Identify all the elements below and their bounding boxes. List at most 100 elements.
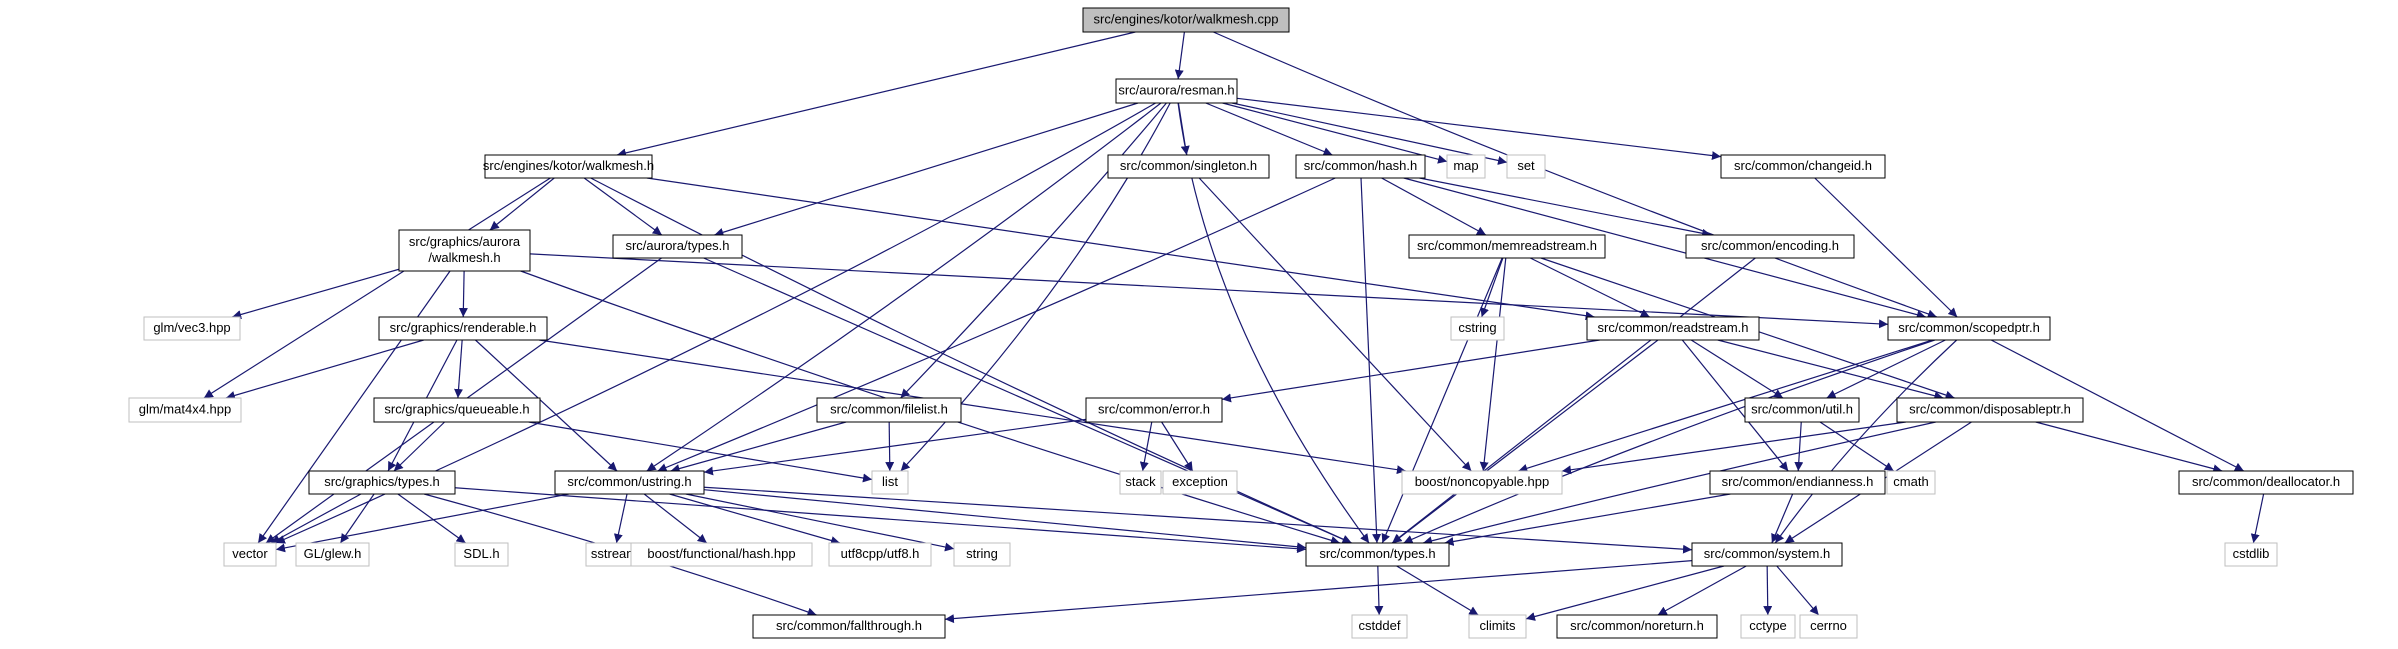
node-label-deallocator: src/common/deallocator.h [2192, 474, 2340, 489]
node-label-cerrno: cerrno [1810, 618, 1847, 633]
edge-system-to-fallthrough [944, 560, 1693, 624]
node-box-cstdlib [2224, 542, 2278, 567]
edge-gfx_aurora_walkmesh-to-renderable [458, 270, 468, 318]
node-label-map: map [1453, 158, 1478, 173]
edge-hash-to-ustring [657, 177, 1336, 472]
edge-singleton-to-noncopyable [1198, 177, 1472, 472]
node-box-sdl [454, 542, 509, 567]
node-common_types[interactable]: src/common/types.h [1305, 542, 1450, 567]
node-box-aurora_types [612, 234, 743, 259]
node-singleton[interactable]: src/common/singleton.h [1107, 154, 1270, 179]
edge-hash-to-memreadstream [1381, 177, 1487, 236]
node-box-error [1085, 397, 1223, 423]
node-box-cctype [1740, 614, 1796, 639]
node-system[interactable]: src/common/system.h [1691, 542, 1843, 567]
edge-hash-to-common_types [1360, 177, 1382, 544]
node-box-walkmesh_cpp [1082, 7, 1290, 33]
edge-queueable-to-gfx_types [393, 421, 446, 472]
node-label-readstream: src/common/readstream.h [1598, 320, 1749, 335]
node-disposableptr[interactable]: src/common/disposableptr.h [1896, 397, 2084, 423]
node-label-cstddef: cstddef [1359, 618, 1401, 633]
node-filelist[interactable]: src/common/filelist.h [816, 397, 962, 423]
node-label-resman: src/aurora/resman.h [1118, 82, 1234, 97]
edge-renderable-to-noncopyable [539, 339, 1406, 475]
node-box-singleton [1107, 154, 1270, 179]
node-label-util: src/common/util.h [1751, 401, 1853, 416]
node-box-hash [1295, 154, 1426, 179]
node-util[interactable]: src/common/util.h [1744, 397, 1860, 423]
node-label-filelist: src/common/filelist.h [830, 401, 948, 416]
node-label-glm_vec3: glm/vec3.hpp [153, 320, 230, 335]
edge-disposableptr-to-deallocator [2035, 421, 2223, 474]
edge-gfx_types-to-common_types [454, 487, 1307, 554]
nodes-layer: src/engines/kotor/walkmesh.cpp src/aurora… [128, 7, 2354, 639]
node-gfx_types[interactable]: src/graphics/types.h [308, 470, 456, 495]
node-noreturn[interactable]: src/common/noreturn.h [1556, 614, 1718, 639]
node-box-stack [1119, 470, 1162, 495]
edge-ustring-to-sstream [613, 493, 628, 544]
edge-gfx_types-to-glew [339, 493, 375, 544]
node-memreadstream[interactable]: src/common/memreadstream.h [1408, 234, 1606, 259]
node-box-cstring [1450, 316, 1505, 341]
edge-scopedptr-to-util [1826, 339, 1946, 399]
node-label-queueable: src/graphics/queueable.h [384, 401, 529, 416]
node-cctype: cctype [1740, 614, 1796, 639]
node-string: string [953, 542, 1011, 567]
edge-hash-to-encoding [1419, 177, 1712, 238]
node-endianness[interactable]: src/common/endianness.h [1709, 470, 1886, 495]
edge-filelist-to-ustring [670, 421, 847, 473]
edge-util-to-cmath [1819, 421, 1895, 472]
node-box-common_types [1305, 542, 1450, 567]
node-label-boost_hash: boost/functional/hash.hpp [647, 546, 795, 561]
node-walkmesh_h[interactable]: src/engines/kotor/walkmesh.h [483, 154, 654, 179]
node-deallocator[interactable]: src/common/deallocator.h [2178, 470, 2354, 495]
edge-system-to-climits [1525, 565, 1725, 621]
node-label-aurora_types: src/aurora/types.h [625, 238, 729, 253]
edge-error-to-ustring [703, 418, 1087, 476]
node-hash[interactable]: src/common/hash.h [1295, 154, 1426, 179]
node-cmath: cmath [1886, 470, 1936, 495]
node-renderable[interactable]: src/graphics/renderable.h [378, 316, 548, 341]
node-box-utf8cpp [828, 542, 932, 567]
edge-gfx_types-to-vector [270, 493, 362, 544]
node-queueable[interactable]: src/graphics/queueable.h [373, 397, 541, 423]
node-label-string: string [966, 546, 998, 561]
edge-walkmesh_h-to-aurora_types [583, 177, 663, 236]
node-list: list [871, 470, 909, 495]
edge-hash-to-scopedptr [1403, 177, 1926, 320]
node-box-glew [295, 542, 370, 567]
node-box-fallthrough [752, 614, 946, 639]
node-box-readstream [1586, 316, 1760, 341]
node-error[interactable]: src/common/error.h [1085, 397, 1223, 423]
edge-readstream-to-endianness [1681, 339, 1789, 472]
node-box-endianness [1709, 470, 1886, 495]
node-label-endianness: src/common/endianness.h [1722, 474, 1874, 489]
node-aurora_types[interactable]: src/aurora/types.h [612, 234, 743, 259]
edge-resman-to-map [1222, 102, 1448, 164]
node-label-glm_mat4x4: glm/mat4x4.hpp [139, 401, 232, 416]
node-label-noreturn: src/common/noreturn.h [1570, 618, 1704, 633]
node-gfx_aurora_walkmesh[interactable]: src/graphics/aurora/walkmesh.h [398, 229, 531, 272]
node-readstream[interactable]: src/common/readstream.h [1586, 316, 1760, 341]
edge-error-to-stack [1139, 421, 1153, 472]
node-label-fallthrough: src/common/fallthrough.h [776, 618, 922, 633]
edge-resman-to-changeid [1236, 97, 1722, 161]
node-box-glm_vec3 [143, 316, 241, 341]
edge-common_types-to-cstddef [1374, 565, 1384, 616]
edge-readstream-to-common_types [1392, 339, 1659, 544]
node-fallthrough[interactable]: src/common/fallthrough.h [752, 614, 946, 639]
node-box-ustring [554, 470, 705, 495]
node-scopedptr[interactable]: src/common/scopedptr.h [1887, 316, 2051, 341]
node-resman[interactable]: src/aurora/resman.h [1115, 78, 1238, 104]
node-changeid[interactable]: src/common/changeid.h [1720, 154, 1886, 179]
node-exception: exception [1162, 470, 1238, 495]
node-walkmesh_cpp[interactable]: src/engines/kotor/walkmesh.cpp [1082, 7, 1290, 33]
node-label-memreadstream: src/common/memreadstream.h [1417, 238, 1597, 253]
node-label-gfx_types: src/graphics/types.h [324, 474, 440, 489]
node-encoding[interactable]: src/common/encoding.h [1685, 234, 1855, 259]
node-box-noreturn [1556, 614, 1718, 639]
node-ustring[interactable]: src/common/ustring.h [554, 470, 705, 495]
node-box-memreadstream [1408, 234, 1606, 259]
edge-readstream-to-disposableptr [1717, 339, 1944, 401]
edge-readstream-to-util [1690, 339, 1784, 399]
